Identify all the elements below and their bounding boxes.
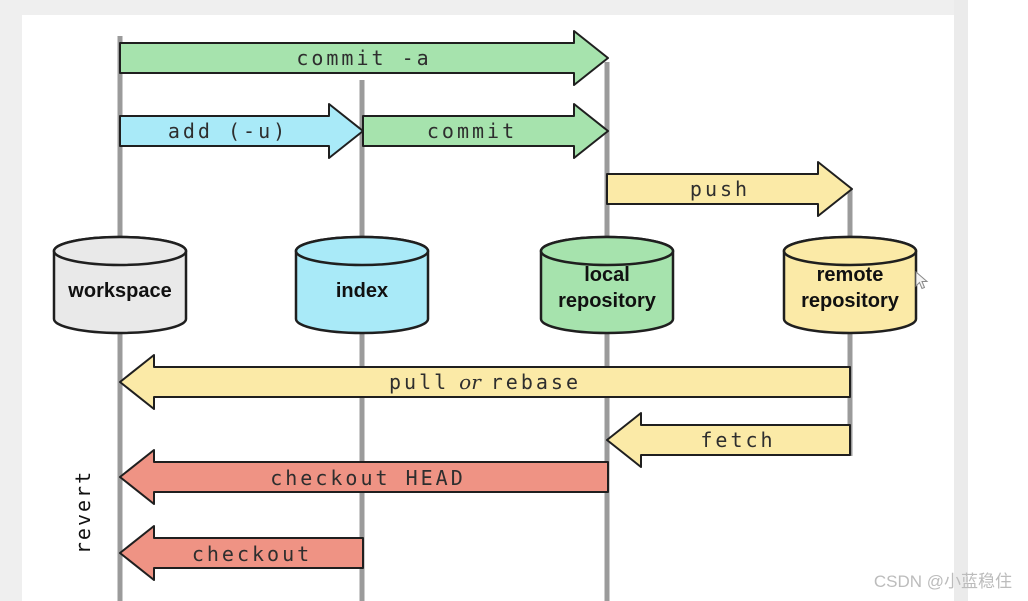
- left-margin: [0, 0, 22, 601]
- remote-repository-label-line1: remote: [817, 264, 884, 286]
- pull-label-part-rebase: rebase: [491, 370, 581, 394]
- node-local-repository: local repository: [539, 235, 675, 335]
- remote-repository-label-line2: repository: [801, 290, 900, 312]
- index-cylinder-top: [294, 235, 430, 267]
- local-repository-label-line1: local: [584, 264, 630, 286]
- arrow-commit-shape: [362, 103, 609, 159]
- node-remote-repository: remote repository: [782, 235, 918, 335]
- arrow-push-label: push: [690, 177, 750, 201]
- pull-label-part-pull: pull: [389, 370, 449, 394]
- node-workspace: workspace: [52, 235, 188, 335]
- arrow-add-label: add (-u): [168, 119, 288, 143]
- remote-repository-cylinder-top: [782, 235, 918, 267]
- arrow-checkout-head: checkout HEAD: [119, 449, 609, 505]
- arrow-checkout-label: checkout: [192, 542, 312, 566]
- arrow-push: push: [606, 161, 853, 217]
- arrow-push-shape: [606, 161, 853, 217]
- arrow-commit-a-shape: [119, 30, 609, 86]
- pull-label-part-or: or: [459, 370, 482, 394]
- arrow-add-shape: [119, 103, 364, 159]
- arrow-pull-or-rebase-shape: [119, 354, 851, 410]
- arrow-add: add (-u): [119, 103, 364, 159]
- workspace-label: workspace: [67, 280, 171, 302]
- arrow-checkout: checkout: [119, 525, 364, 581]
- mouse-cursor-icon: [915, 270, 929, 290]
- revert-side-label: revert: [71, 470, 95, 554]
- local-repository-label-line2: repository: [558, 290, 657, 312]
- arrow-fetch-label: fetch: [700, 428, 775, 452]
- watermark: CSDN @小蓝稳住: [873, 572, 1012, 591]
- arrow-commit-a-label: commit -a: [296, 46, 431, 70]
- arrow-checkout-head-shape: [119, 449, 609, 505]
- scrollbar-track[interactable]: [954, 0, 968, 601]
- arrow-commit-a: commit -a: [119, 30, 609, 86]
- node-index: index: [294, 235, 430, 335]
- local-repository-cylinder-top: [539, 235, 675, 267]
- arrow-checkout-head-label: checkout HEAD: [270, 466, 466, 490]
- arrow-fetch: fetch: [606, 412, 851, 468]
- arrow-commit-label: commit: [427, 119, 517, 143]
- index-label: index: [336, 280, 388, 302]
- workspace-cylinder-top: [52, 235, 188, 267]
- arrow-checkout-shape: [119, 525, 364, 581]
- arrow-fetch-shape: [606, 412, 851, 468]
- arrow-commit: commit: [362, 103, 609, 159]
- top-margin: [0, 0, 968, 15]
